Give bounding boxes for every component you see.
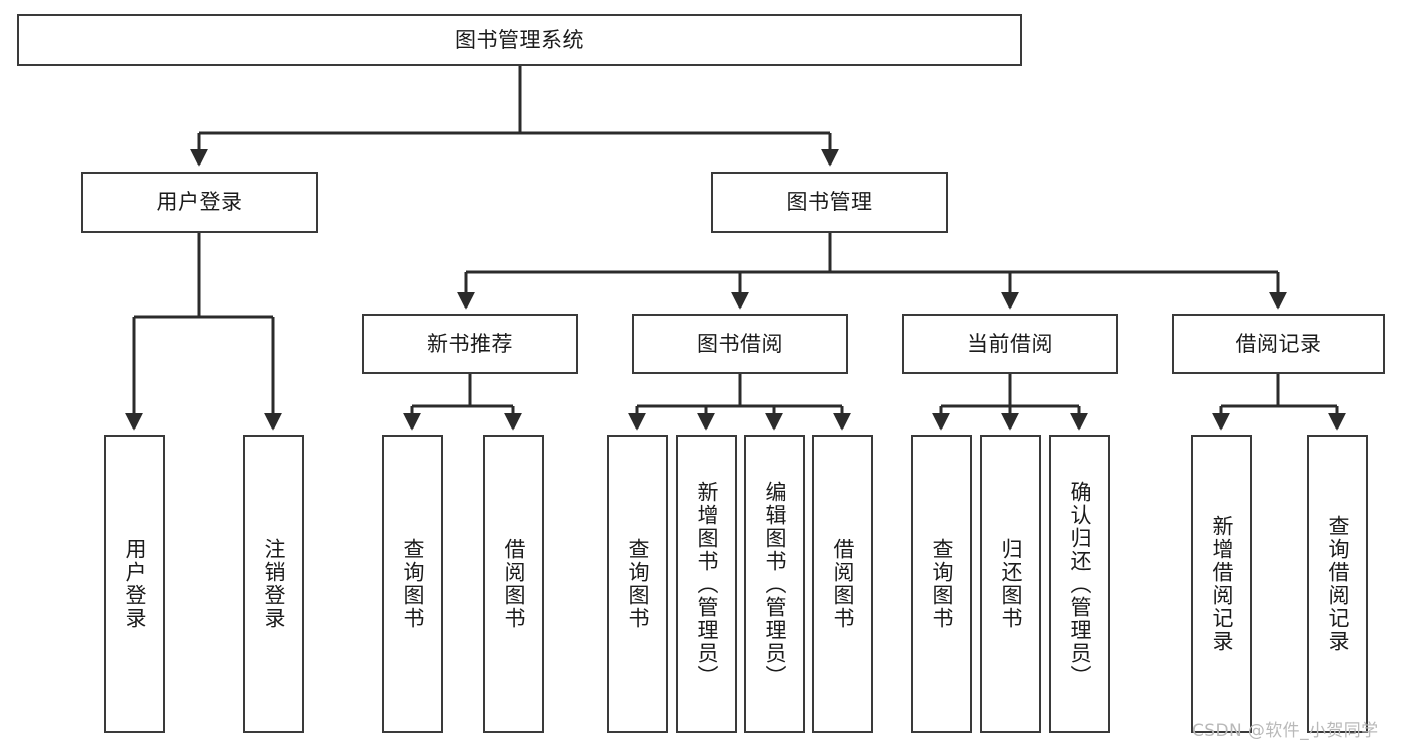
node-leaf-borrow-book-1-label: 借阅图书: [502, 538, 526, 630]
node-root[interactable]: 图书管理系统: [17, 14, 1022, 66]
node-leaf-borrow-book-1[interactable]: 借阅图书: [483, 435, 544, 733]
node-leaf-query-book-3[interactable]: 查询图书: [911, 435, 972, 733]
node-leaf-query-book-1[interactable]: 查询图书: [382, 435, 443, 733]
node-leaf-add-borrow-record[interactable]: 新增借阅记录: [1191, 435, 1252, 733]
node-book-borrow[interactable]: 图书借阅: [632, 314, 848, 374]
node-leaf-user-login-label: 用户登录: [123, 538, 147, 630]
node-leaf-return-book[interactable]: 归还图书: [980, 435, 1041, 733]
node-book-management[interactable]: 图书管理: [711, 172, 948, 233]
node-current-borrow-label: 当前借阅: [967, 331, 1053, 356]
node-user-login[interactable]: 用户登录: [81, 172, 318, 233]
node-leaf-return-book-label: 归还图书: [999, 538, 1023, 630]
node-leaf-add-book-label: 新增图书（管理员）: [695, 480, 719, 688]
node-book-borrow-label: 图书借阅: [697, 331, 783, 356]
node-user-login-label: 用户登录: [156, 190, 243, 215]
node-leaf-add-book[interactable]: 新增图书（管理员）: [676, 435, 737, 733]
node-book-management-label: 图书管理: [786, 190, 873, 215]
node-leaf-logout-login[interactable]: 注销登录: [243, 435, 304, 733]
node-leaf-add-borrow-record-label: 新增借阅记录: [1210, 515, 1234, 653]
node-leaf-borrow-book-2-label: 借阅图书: [831, 538, 855, 630]
node-leaf-edit-book-label: 编辑图书（管理员）: [763, 480, 787, 688]
node-current-borrow[interactable]: 当前借阅: [902, 314, 1118, 374]
node-leaf-query-borrow-record[interactable]: 查询借阅记录: [1307, 435, 1368, 733]
node-leaf-query-book-3-label: 查询图书: [930, 538, 954, 630]
node-leaf-logout-login-label: 注销登录: [262, 538, 286, 630]
watermark-text: CSDN @软件_小贺同学: [1192, 721, 1379, 741]
node-new-book-recommend-label: 新书推荐: [427, 331, 513, 356]
node-borrow-record[interactable]: 借阅记录: [1172, 314, 1385, 374]
node-leaf-query-book-2[interactable]: 查询图书: [607, 435, 668, 733]
node-leaf-borrow-book-2[interactable]: 借阅图书: [812, 435, 873, 733]
node-root-label: 图书管理系统: [455, 27, 584, 52]
node-leaf-query-book-1-label: 查询图书: [401, 538, 425, 630]
node-leaf-edit-book[interactable]: 编辑图书（管理员）: [744, 435, 805, 733]
node-borrow-record-label: 借阅记录: [1235, 331, 1322, 356]
node-leaf-confirm-return[interactable]: 确认归还（管理员）: [1049, 435, 1110, 733]
node-leaf-query-book-2-label: 查询图书: [626, 538, 650, 630]
node-leaf-confirm-return-label: 确认归还（管理员）: [1068, 480, 1092, 688]
node-new-book-recommend[interactable]: 新书推荐: [362, 314, 578, 374]
node-leaf-user-login[interactable]: 用户登录: [104, 435, 165, 733]
node-leaf-query-borrow-record-label: 查询借阅记录: [1326, 515, 1350, 653]
